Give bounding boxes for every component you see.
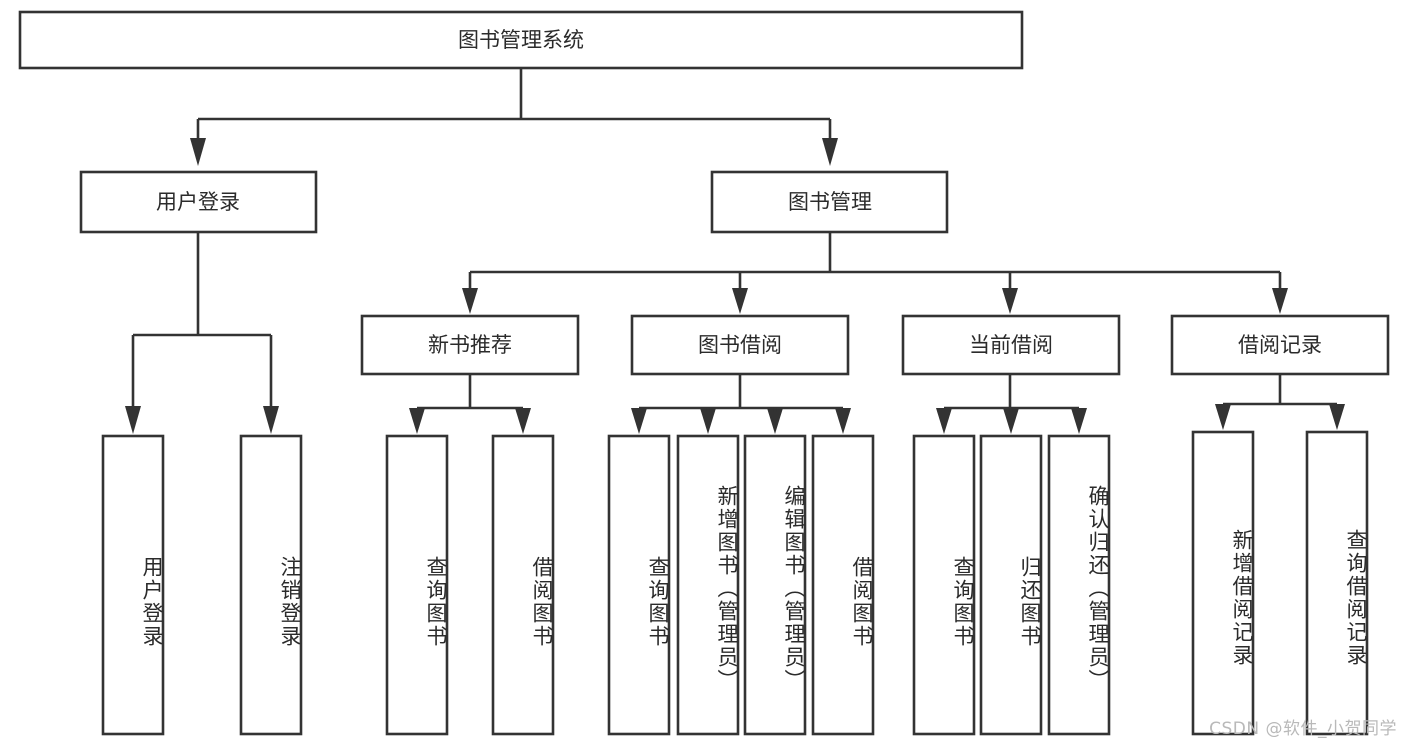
arrow-cb-l1 bbox=[936, 408, 952, 434]
arrow-br-l2 bbox=[1329, 404, 1345, 430]
arrow-to-current-borrow bbox=[1002, 288, 1018, 314]
arrow-bb-l1 bbox=[631, 408, 647, 434]
node-label-user-login: 用户登录 bbox=[156, 190, 240, 214]
node-box-book-management[interactable] bbox=[710, 170, 949, 234]
node-box-leaf-borrow-record-2[interactable] bbox=[1305, 430, 1369, 736]
node-label-root: 图书管理系统 bbox=[458, 28, 584, 52]
node-box-book-borrow[interactable] bbox=[630, 314, 850, 376]
node-box-leaf-current-borrow-1[interactable] bbox=[912, 434, 976, 736]
node-label-book-borrow: 图书借阅 bbox=[698, 333, 782, 357]
connector-group-borrow-record bbox=[1215, 374, 1345, 430]
node-box-user-login[interactable] bbox=[79, 170, 318, 234]
node-box-leaf-current-borrow-3[interactable] bbox=[1047, 434, 1111, 736]
node-box-current-borrow[interactable] bbox=[901, 314, 1121, 376]
arrow-to-borrow-record bbox=[1272, 288, 1288, 314]
connector-group-current-borrow bbox=[936, 374, 1087, 434]
arrow-bb-l3 bbox=[767, 408, 783, 434]
arrow-ul-leaf1 bbox=[125, 406, 141, 434]
node-box-leaf-book-borrow-1[interactable] bbox=[607, 434, 671, 736]
node-label-new-book-recommend: 新书推荐 bbox=[428, 333, 512, 357]
arrow-cb-l2 bbox=[1003, 408, 1019, 434]
arrow-bb-l2 bbox=[700, 408, 716, 434]
connector-group-root bbox=[190, 68, 838, 166]
node-box-leaf-current-borrow-2[interactable] bbox=[979, 434, 1043, 736]
arrow-nb-l2 bbox=[515, 408, 531, 434]
node-box-leaf-user-login-2[interactable] bbox=[239, 434, 303, 736]
node-box-leaf-borrow-record-1[interactable] bbox=[1191, 430, 1255, 736]
node-box-leaf-book-borrow-4[interactable] bbox=[811, 434, 875, 736]
node-box-leaf-book-borrow-3[interactable] bbox=[743, 434, 807, 736]
arrow-nb-l1 bbox=[409, 408, 425, 434]
connector-group-borrow bbox=[631, 374, 851, 434]
arrow-to-new-book bbox=[462, 288, 478, 314]
arrow-br-l1 bbox=[1215, 404, 1231, 430]
arrow-to-book-mgmt bbox=[822, 138, 838, 166]
arrow-cb-l3 bbox=[1071, 408, 1087, 434]
node-box-borrow-record[interactable] bbox=[1170, 314, 1390, 376]
node-box-leaf-book-borrow-2[interactable] bbox=[676, 434, 740, 736]
arrow-to-borrow bbox=[732, 288, 748, 314]
node-box-root[interactable] bbox=[18, 10, 1024, 70]
node-box-leaf-new-book-1[interactable] bbox=[385, 434, 449, 736]
arrow-bb-l4 bbox=[835, 408, 851, 434]
watermark-label: CSDN @软件_小贺同学 bbox=[1209, 719, 1397, 739]
node-label-borrow-record: 借阅记录 bbox=[1238, 333, 1322, 357]
node-label-book-management: 图书管理 bbox=[788, 190, 872, 214]
connector-group-book-mgmt bbox=[462, 232, 1288, 314]
node-box-leaf-user-login-1[interactable] bbox=[101, 434, 165, 736]
node-box-leaf-new-book-2[interactable] bbox=[491, 434, 555, 736]
connector-group-new-book bbox=[409, 374, 531, 434]
arrow-ul-leaf2 bbox=[263, 406, 279, 434]
node-label-current-borrow: 当前借阅 bbox=[969, 333, 1053, 357]
arrow-to-user-login bbox=[190, 138, 206, 166]
connector-group-user-login bbox=[125, 232, 279, 434]
node-box-new-book-recommend[interactable] bbox=[360, 314, 580, 376]
